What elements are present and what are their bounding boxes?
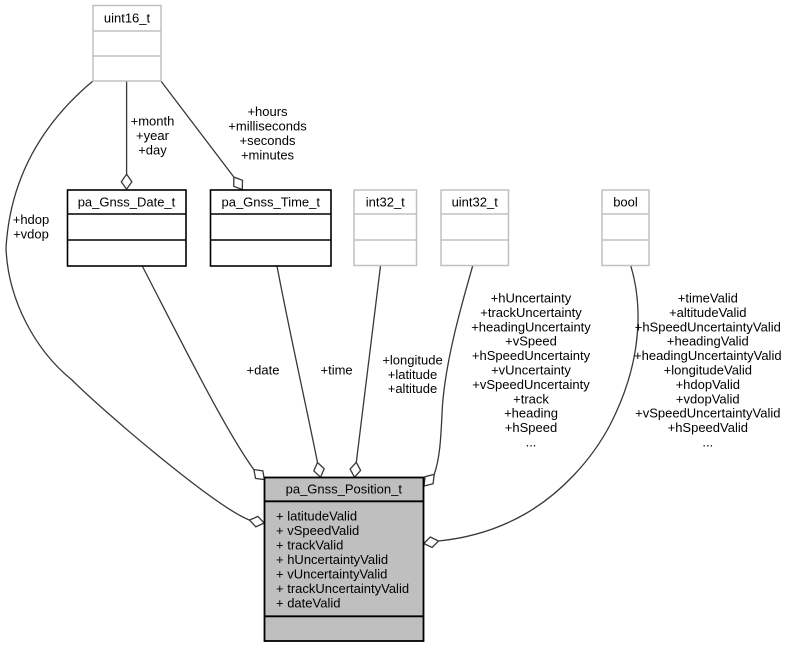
- svg-text:...: ...: [526, 435, 537, 450]
- svg-text:+ latitudeValid: + latitudeValid: [276, 508, 357, 523]
- svg-text:+time: +time: [321, 363, 353, 378]
- svg-text:+altitudeValid: +altitudeValid: [669, 305, 746, 320]
- svg-text:+hdop: +hdop: [13, 212, 50, 227]
- svg-text:+altitude: +altitude: [388, 381, 438, 396]
- svg-text:+hours: +hours: [247, 104, 288, 119]
- svg-text:+ hUncertaintyValid: + hUncertaintyValid: [276, 552, 388, 567]
- svg-text:+vdop: +vdop: [13, 226, 49, 241]
- svg-text:+vSpeed: +vSpeed: [505, 334, 557, 349]
- svg-text:bool: bool: [613, 195, 638, 210]
- svg-text:+year: +year: [136, 128, 170, 143]
- svg-text:+ trackValid: + trackValid: [276, 537, 343, 552]
- svg-text:+longitude: +longitude: [382, 352, 442, 367]
- svg-text:+hSpeedUncertaintyValid: +hSpeedUncertaintyValid: [635, 319, 781, 334]
- svg-text:pa_Gnss_Position_t: pa_Gnss_Position_t: [286, 482, 403, 497]
- svg-text:+timeValid: +timeValid: [678, 291, 738, 306]
- svg-text:+vUncertainty: +vUncertainty: [491, 363, 571, 378]
- svg-text:+ dateValid: + dateValid: [276, 595, 340, 610]
- svg-text:+hUncertainty: +hUncertainty: [491, 291, 572, 306]
- svg-text:+hSpeed: +hSpeed: [505, 420, 557, 435]
- svg-text:+vdopValid: +vdopValid: [676, 391, 740, 406]
- svg-text:+headingUncertaintyValid: +headingUncertaintyValid: [634, 348, 782, 363]
- svg-text:+hSpeedValid: +hSpeedValid: [668, 420, 748, 435]
- svg-text:+headingUncertainty: +headingUncertainty: [471, 319, 591, 334]
- svg-text:pa_Gnss_Time_t: pa_Gnss_Time_t: [221, 195, 320, 210]
- svg-text:+milliseconds: +milliseconds: [228, 119, 307, 134]
- svg-text:int32_t: int32_t: [366, 195, 405, 210]
- svg-text:uint32_t: uint32_t: [452, 195, 499, 210]
- svg-text:pa_Gnss_Date_t: pa_Gnss_Date_t: [78, 195, 176, 210]
- svg-text:+ vSpeedValid: + vSpeedValid: [276, 523, 359, 538]
- svg-text:+hSpeedUncertainty: +hSpeedUncertainty: [472, 348, 591, 363]
- svg-text:+headingValid: +headingValid: [667, 334, 749, 349]
- svg-text:+vSpeedUncertaintyValid: +vSpeedUncertaintyValid: [635, 406, 780, 421]
- svg-text:uint16_t: uint16_t: [104, 11, 151, 26]
- svg-text:+track: +track: [513, 391, 549, 406]
- svg-text:...: ...: [702, 435, 713, 450]
- svg-text:+latitude: +latitude: [388, 367, 438, 382]
- svg-text:+vSpeedUncertainty: +vSpeedUncertainty: [472, 377, 590, 392]
- svg-text:+month: +month: [131, 114, 175, 129]
- svg-text:+trackUncertainty: +trackUncertainty: [480, 305, 582, 320]
- svg-text:+day: +day: [138, 142, 167, 157]
- svg-text:+date: +date: [247, 363, 280, 378]
- svg-text:+hdopValid: +hdopValid: [676, 377, 740, 392]
- svg-text:+ vUncertaintyValid: + vUncertaintyValid: [276, 566, 387, 581]
- svg-text:+ trackUncertaintyValid: + trackUncertaintyValid: [276, 581, 409, 596]
- svg-text:+seconds: +seconds: [239, 133, 296, 148]
- svg-text:+minutes: +minutes: [241, 147, 295, 162]
- svg-text:+heading: +heading: [504, 406, 558, 421]
- svg-text:+longitudeValid: +longitudeValid: [664, 363, 752, 378]
